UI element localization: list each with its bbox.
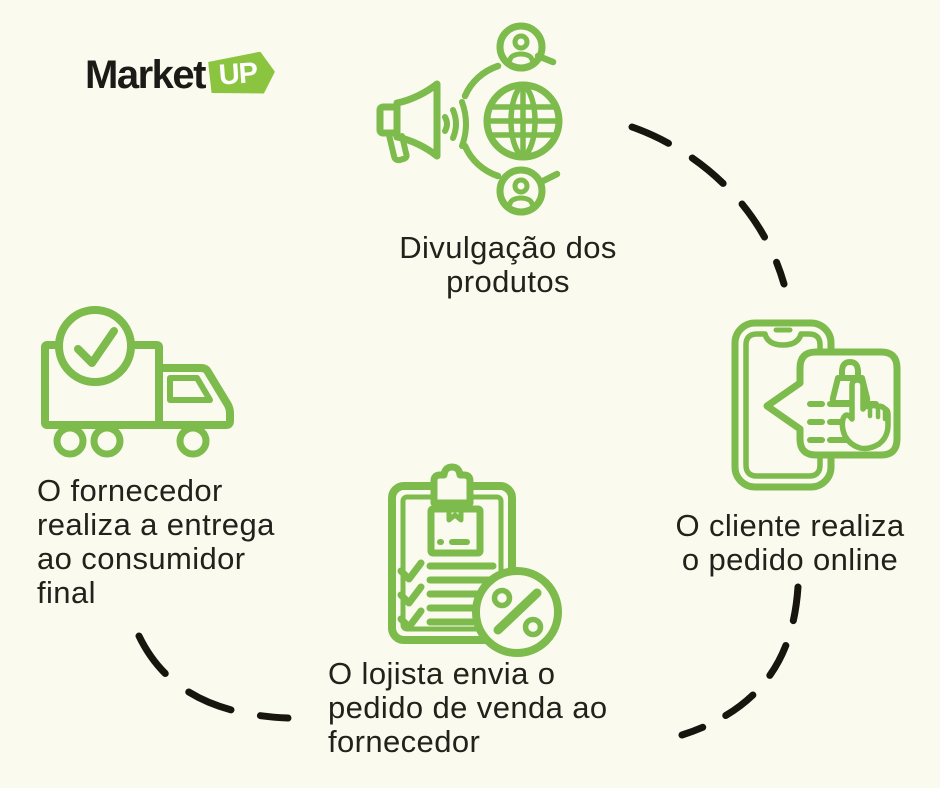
logo-up-badge: UP bbox=[208, 51, 277, 98]
logo-market-text: Market bbox=[85, 53, 206, 97]
step-label-cliente: O cliente realiza o pedido online bbox=[640, 509, 940, 577]
step-label-line: fornecedor bbox=[328, 724, 481, 759]
step-label-line: final bbox=[37, 575, 96, 610]
order-clipboard-icon bbox=[388, 463, 562, 657]
step-label-line: realiza a entrega bbox=[37, 507, 275, 542]
step-label-line: produtos bbox=[446, 264, 570, 299]
step-label-line: O lojista envia o bbox=[328, 656, 556, 691]
logo-up-text: UP bbox=[217, 56, 259, 92]
flow-arc-bottom-right-icon bbox=[678, 583, 802, 739]
step-label-lojista: O lojista envia o pedido de venda ao for… bbox=[328, 657, 658, 759]
step-label-line: O fornecedor bbox=[37, 473, 223, 508]
step-label-line: pedido de venda ao bbox=[328, 690, 608, 725]
phone-order-icon bbox=[731, 319, 901, 491]
step-label-divulgacao: Divulgação dos produtos bbox=[340, 231, 676, 299]
delivery-truck-icon bbox=[41, 306, 234, 458]
megaphone-broadcast-icon bbox=[376, 22, 563, 216]
marketup-logo: Market UP bbox=[85, 55, 275, 95]
flow-arc-bottom-left-icon bbox=[135, 632, 292, 722]
step-label-line: O cliente realiza bbox=[675, 508, 905, 543]
step-label-line: ao consumidor bbox=[37, 541, 246, 576]
step-label-line: Divulgação dos bbox=[399, 230, 617, 265]
step-label-fornecedor: O fornecedor realiza a entrega ao consum… bbox=[37, 474, 337, 610]
step-label-line: o pedido online bbox=[681, 542, 899, 577]
